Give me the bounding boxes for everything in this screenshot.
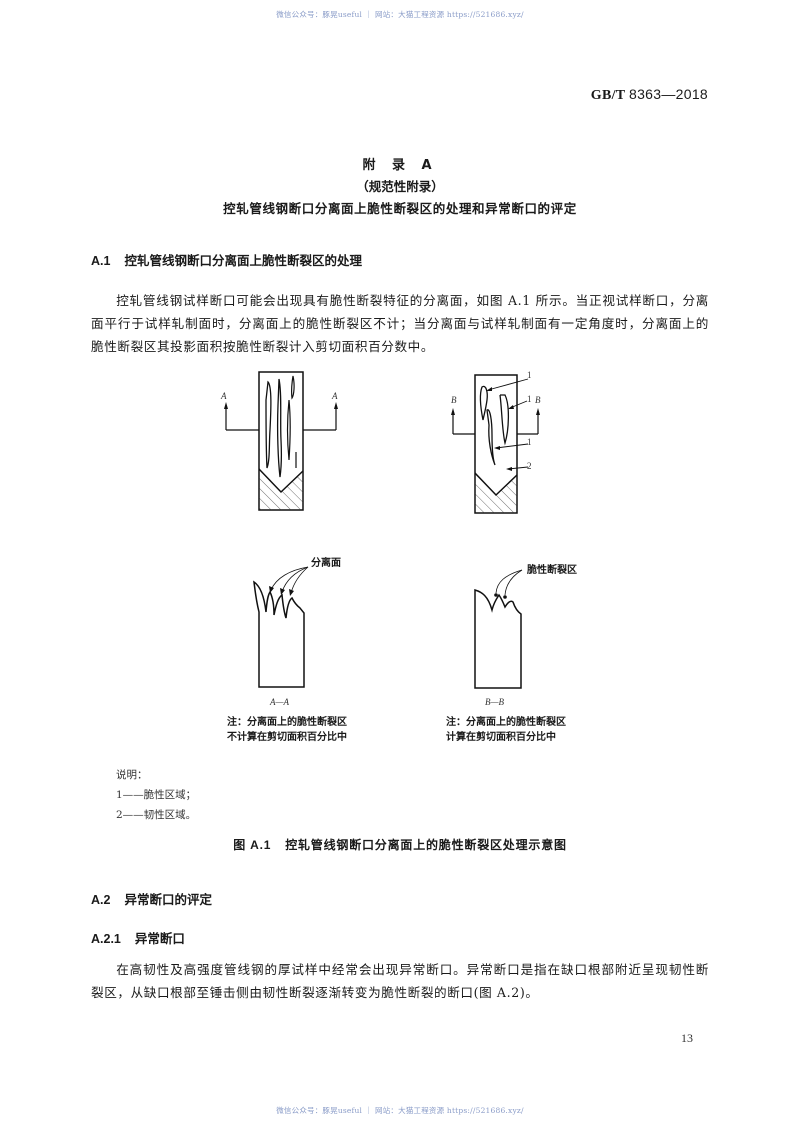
- callout-2: 2: [527, 461, 532, 471]
- section-mark-a-left: A: [221, 391, 227, 401]
- callout-1a: 1: [527, 370, 532, 380]
- figure-number: 图 A.1: [233, 838, 272, 852]
- paragraph: 在高韧性及高强度管线钢的厚试样中经常会出现异常断口。异常断口是指在缺口根部附近呈…: [91, 962, 709, 1000]
- section-mark-b-right: B: [535, 395, 541, 405]
- annex-title: 附 录 A: [362, 158, 438, 173]
- legend-title: 说明：: [116, 769, 148, 781]
- callout-1b: 1: [527, 394, 532, 404]
- section-number: A.2.1: [91, 932, 121, 946]
- specimen-diagram-b: [451, 374, 540, 514]
- note-a-line2: 不计算在剪切面积百分比中: [227, 732, 347, 743]
- page-number: 13: [681, 1031, 693, 1045]
- standard-code: 8363—2018: [629, 86, 708, 102]
- pointer-label-brittle: 脆性断裂区: [527, 565, 577, 576]
- annex-name: 控轧管线钢断口分离面上脆性断裂区的处理和异常断口的评定: [223, 201, 577, 216]
- note-a: 注：分离面上的脆性断裂区 不计算在剪切面积百分比中: [227, 715, 347, 745]
- annex-type: （规范性附录）: [356, 179, 444, 194]
- pointer-label-separation: 分离面: [311, 558, 341, 569]
- watermark-bottom: 微信公众号：豚晃useful ｜ 网站：大猫工程资源 https://52168…: [276, 1106, 524, 1115]
- section-profile-b: [474, 569, 523, 689]
- standard-prefix: GB/T: [590, 88, 626, 103]
- note-b: 注：分离面上的脆性断裂区 计算在剪切面积百分比中: [446, 715, 566, 745]
- section-number: A.2: [91, 893, 111, 907]
- standard-number: GB/T 8363—2018: [591, 86, 708, 104]
- section-a1-body: 控轧管线钢试样断口可能会出现具有脆性断裂特征的分离面，如图 A.1 所示。当正视…: [91, 289, 709, 358]
- legend-item-2: 2——韧性区域。: [116, 809, 197, 821]
- paragraph: 控轧管线钢试样断口可能会出现具有脆性断裂特征的分离面，如图 A.1 所示。当正视…: [91, 293, 709, 354]
- specimen-diagram-a: [224, 371, 338, 511]
- section-number: A.1: [91, 254, 111, 268]
- note-b-line1: 注：分离面上的脆性断裂区: [446, 717, 566, 728]
- section-a1-heading: A.1 控轧管线钢断口分离面上脆性断裂区的处理: [91, 250, 362, 269]
- section-label-a: A—A: [270, 697, 289, 707]
- section-a2-heading: A.2 异常断口的评定: [91, 889, 212, 908]
- note-b-line2: 计算在剪切面积百分比中: [446, 732, 556, 743]
- watermark-top: 微信公众号：豚晃useful ｜ 网站：大猫工程资源 https://52168…: [276, 10, 524, 19]
- note-a-line1: 注：分离面上的脆性断裂区: [227, 717, 347, 728]
- section-a21-heading: A.2.1 异常断口: [91, 928, 185, 947]
- callout-1c: 1: [527, 437, 532, 447]
- section-label-b: B—B: [485, 697, 504, 707]
- section-title: 异常断口: [134, 931, 185, 946]
- figure-legend: 说明： 1——脆性区域； 2——韧性区域。: [116, 765, 196, 825]
- section-profile-a: [253, 566, 309, 688]
- figure-caption: 图 A.1 控轧管线钢断口分离面上的脆性断裂区处理示意图: [0, 836, 800, 853]
- section-title: 异常断口的评定: [124, 892, 212, 907]
- figure-title: 控轧管线钢断口分离面上的脆性断裂区处理示意图: [285, 838, 567, 852]
- section-a21-body: 在高韧性及高强度管线钢的厚试样中经常会出现异常断口。异常断口是指在缺口根部附近呈…: [91, 958, 709, 1004]
- section-mark-a-right: A: [332, 391, 338, 401]
- section-mark-b-left: B: [451, 395, 457, 405]
- section-title: 控轧管线钢断口分离面上脆性断裂区的处理: [124, 253, 362, 268]
- legend-item-1: 1——脆性区域；: [116, 789, 197, 801]
